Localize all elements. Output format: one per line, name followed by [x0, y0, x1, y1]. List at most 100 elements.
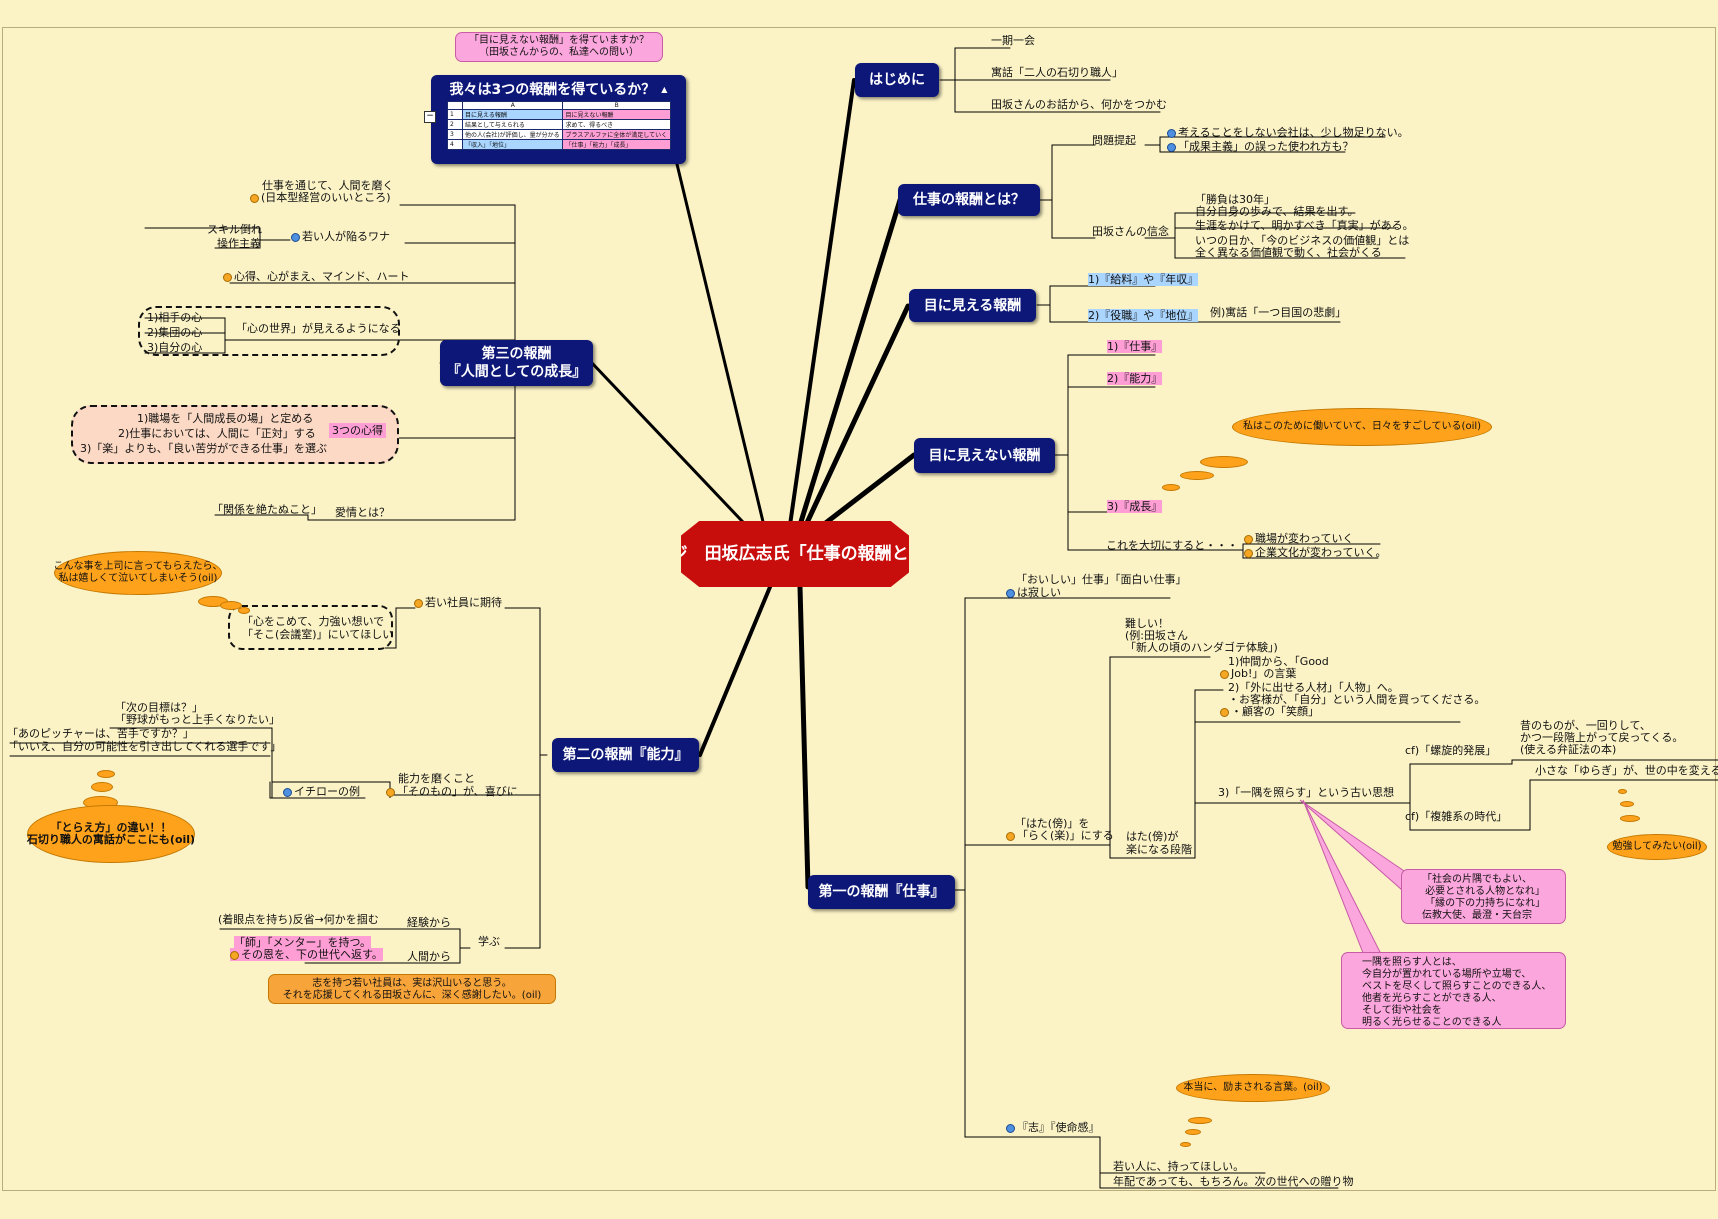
- hata-stage[interactable]: はた(傍)が: [1126, 830, 1179, 843]
- third-item[interactable]: 仕事を通じて、人間を磨く: [262, 179, 394, 192]
- trap-label[interactable]: 若い人が陥るワナ: [291, 230, 390, 243]
- cherish-item[interactable]: 企業文化が変わっていく。: [1244, 546, 1386, 559]
- problem-item[interactable]: 「成果主義」の誤った使われ方も？: [1167, 140, 1353, 153]
- thought-dot: [1618, 789, 1627, 794]
- table-cell: 「収入」「地位」: [461, 139, 564, 150]
- invisible-item-ability[interactable]: 2)『能力』: [1107, 372, 1163, 385]
- collapse-icon[interactable]: ▲: [661, 85, 668, 94]
- hub-invisible-reward[interactable]: 目に見えない報酬: [914, 438, 1055, 473]
- people-text[interactable]: 「師」「メンター」を持つ。: [234, 936, 372, 949]
- experience-text[interactable]: (着眼点を持ち)反省→何かを掴む: [218, 913, 379, 926]
- first-item-label[interactable]: 「おいしい」仕事」「面白い仕事」: [1016, 573, 1187, 586]
- ichiro-quote[interactable]: 「次の目標は？」: [115, 701, 203, 714]
- rule-item[interactable]: 3)「楽」よりも、「良い苦労ができる仕事」を選ぶ: [80, 442, 328, 455]
- cf-complex-text[interactable]: 小さな「ゆらぎ」が、世の中を変える。: [1535, 764, 1718, 777]
- young-expectation[interactable]: 「心をこめて、力強い想いで 「そこ(会議室)」にいてほしい: [242, 615, 394, 641]
- trap-item[interactable]: スキル倒れ: [207, 223, 262, 236]
- hata-stage[interactable]: 楽になる段階: [1126, 843, 1192, 856]
- ability-label[interactable]: 能力を磨くこと: [398, 772, 475, 785]
- info-icon: [1006, 588, 1015, 598]
- thought-dot: [1180, 1142, 1191, 1147]
- cf-complex[interactable]: cf)「複雑系の時代」: [1405, 810, 1508, 823]
- learn-label[interactable]: 学ぶ: [478, 935, 500, 948]
- hub-third-line1: 第三の報酬: [481, 346, 552, 362]
- visible-item-salary[interactable]: 1)『給料』や『年収』: [1088, 273, 1199, 286]
- ichiro-quote[interactable]: 「いいえ、自分の可能性を引き出してくれる選手です」: [7, 740, 282, 753]
- first-note[interactable]: ・顧客の「笑顔」: [1220, 705, 1319, 718]
- first-item-label[interactable]: は寂しい: [1006, 586, 1061, 599]
- expand-toggle-icon[interactable]: −: [424, 111, 436, 123]
- hard-label[interactable]: 「新人の頃のハンダゴテ体験」): [1125, 641, 1278, 654]
- people-text[interactable]: その恩を、下の世代へ返す。: [230, 948, 383, 961]
- info-icon: [291, 232, 300, 242]
- love-label[interactable]: 愛情とは？: [335, 506, 390, 519]
- mission-item[interactable]: 年配であっても、もちろん。次の世代への贈り物: [1113, 1175, 1354, 1188]
- first-note[interactable]: 1)仲間から、「Good: [1228, 655, 1329, 668]
- central-topic[interactable]: Jカレッジ 田坂広志氏 「仕事の報酬とは何か」: [681, 521, 909, 587]
- visible-item-example[interactable]: 例)寓話「一つ目国の悲劇」: [1210, 306, 1347, 319]
- heart-item[interactable]: 2)集団の心: [147, 326, 203, 339]
- rule-item[interactable]: 2)仕事においては、人間に「正対」する: [118, 427, 316, 440]
- three-rules-label[interactable]: 3つの心得: [329, 423, 386, 438]
- rule-item[interactable]: 1)職場を「人間成長の場」と定める: [137, 412, 314, 425]
- young-label[interactable]: 若い社員に期待: [414, 596, 502, 609]
- hub-third-reward[interactable]: 第三の報酬『人間としての成長』: [440, 340, 593, 386]
- info-icon: [1167, 128, 1176, 138]
- belief-item[interactable]: 「勝負は30年」: [1195, 193, 1275, 206]
- cf-spiral-text[interactable]: (使える弁証法の本): [1520, 743, 1617, 756]
- cherish-label[interactable]: これを大切にすると・・・: [1106, 539, 1239, 552]
- first-note[interactable]: Job!」の言葉: [1220, 667, 1296, 680]
- ichigu-label[interactable]: 3)「一隅を照らす」という古い思想: [1218, 786, 1395, 799]
- invisible-item-work[interactable]: 1)『仕事』: [1107, 340, 1163, 353]
- hata-label[interactable]: 「はた(傍)」を: [1015, 817, 1090, 830]
- smile-icon: [1220, 707, 1229, 717]
- problem-label[interactable]: 問題提起: [1092, 134, 1136, 147]
- hard-label[interactable]: 難しい！: [1125, 617, 1169, 630]
- cf-spiral-text[interactable]: かつ一段階上がって戻ってくる。: [1520, 731, 1684, 744]
- cherish-item[interactable]: 職場が変わっていく: [1244, 532, 1353, 545]
- hub-visible-reward[interactable]: 目に見える報酬: [909, 289, 1036, 322]
- intro-item[interactable]: 田坂さんのお話から、何かをつかむ: [991, 98, 1167, 111]
- mission-label[interactable]: 『志』『使命感』: [1006, 1121, 1100, 1134]
- hub-first-reward[interactable]: 第一の報酬『仕事』: [808, 875, 955, 909]
- experience-label[interactable]: 経験から: [407, 916, 451, 929]
- mission-item[interactable]: 若い人に、持ってほしい。: [1113, 1160, 1245, 1173]
- belief-item[interactable]: いつの日か、「今のビジネスの価値観」とは: [1195, 234, 1410, 247]
- first-note[interactable]: ・お客様が、「自分」という人間を買ってくださる。: [1228, 693, 1486, 706]
- love-text[interactable]: 「関係を絶たぬこと」: [212, 503, 322, 516]
- belief-item[interactable]: 全く異なる価値観で動く、社会がくる: [1195, 246, 1382, 259]
- heart-item[interactable]: 1)相手の心: [147, 311, 203, 324]
- hub-what-reward[interactable]: 仕事の報酬とは？: [898, 184, 1040, 216]
- hub-intro[interactable]: はじめに: [855, 63, 939, 97]
- thought-dot: [91, 782, 113, 792]
- mind-item[interactable]: 心得、心がまえ、マインド、ハート: [223, 270, 410, 283]
- trap-item[interactable]: 操作主義: [217, 237, 261, 250]
- cf-spiral[interactable]: cf)「螺旋的発展」: [1405, 744, 1497, 757]
- hub-three-rewards-title: 我々は3つの報酬を得ているか？: [449, 82, 656, 98]
- hub-second-reward[interactable]: 第二の報酬『能力』: [552, 738, 699, 772]
- heart-item[interactable]: 3)自分の心: [147, 341, 203, 354]
- hard-label[interactable]: (例:田坂さん: [1125, 629, 1188, 642]
- ability-label[interactable]: 「そのもの」が、喜びに: [386, 785, 518, 798]
- kokoro-label[interactable]: 「心の世界」が見えるようになる: [236, 322, 401, 335]
- cf-spiral-text[interactable]: 昔のものが、一回りして、: [1520, 719, 1651, 732]
- problem-item[interactable]: 考えることをしない会社は、少し物足りない。: [1167, 126, 1409, 139]
- first-note[interactable]: 2)「外に出せる人材」「人物」へ。: [1228, 681, 1399, 694]
- hata-label[interactable]: 「らく(楽)」にする: [1006, 829, 1114, 842]
- table-cell: 「仕事」「能力」「成長」: [562, 139, 671, 150]
- belief-label[interactable]: 田坂さんの信念: [1092, 225, 1169, 238]
- mission-text: 『志』『使命感』: [1017, 1121, 1100, 1134]
- ichiro-quote[interactable]: 「あのピッチャーは、苦手ですか？」: [7, 727, 194, 740]
- belief-item[interactable]: 自分自身の歩みで、結果を出す。: [1195, 205, 1359, 218]
- ichiro-quote[interactable]: 「野球がもっと上手くなりたい」: [115, 713, 280, 726]
- visible-item-position[interactable]: 2)『役職』や『地位』: [1088, 309, 1199, 322]
- intro-item[interactable]: 寓話「二人の石切り職人」: [991, 66, 1123, 79]
- ichiro-label[interactable]: イチローの例: [283, 785, 360, 798]
- intro-item[interactable]: 一期一会: [991, 34, 1035, 47]
- invisible-item-growth[interactable]: 3)『成長』: [1107, 500, 1163, 513]
- people-label[interactable]: 人間から: [407, 950, 451, 963]
- belief-item[interactable]: 生涯をかけて、明かすべき「真実」がある。: [1195, 219, 1414, 232]
- third-item[interactable]: (日本型経営のいいところ): [250, 191, 391, 204]
